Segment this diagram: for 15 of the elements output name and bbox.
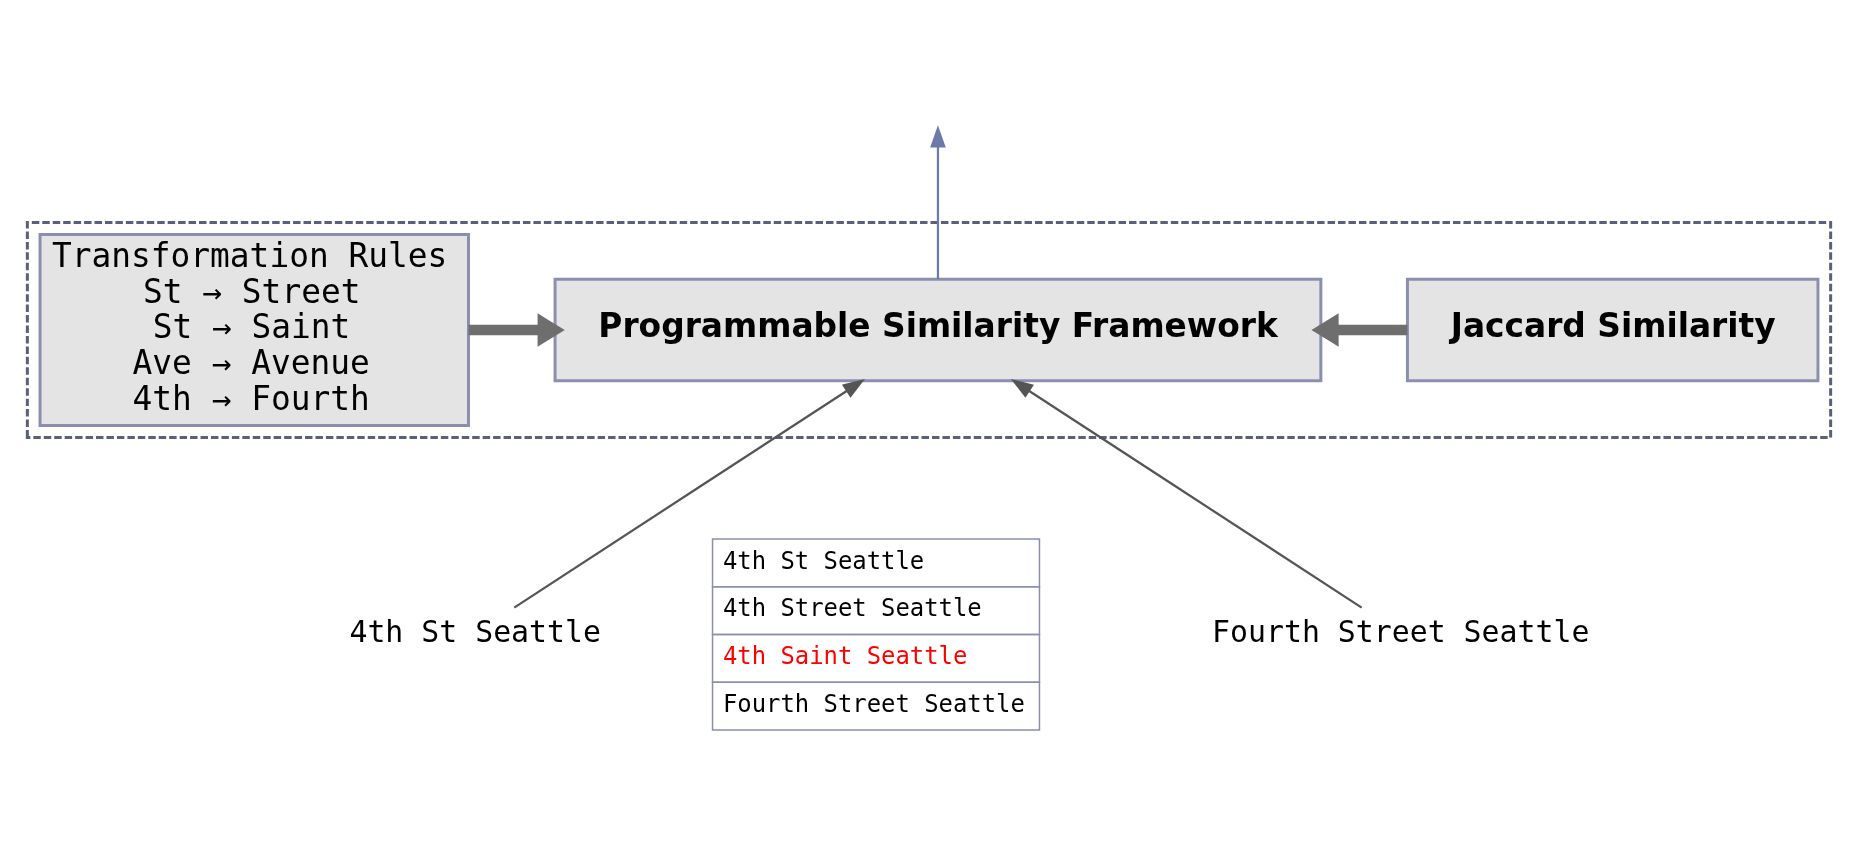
node-text: Fourth Street Seattle xyxy=(1212,613,1590,649)
node-box: Transformation Rules St → Street St → Saint Ave → Avenue 4th → Fourth xyxy=(38,232,470,427)
arrow xyxy=(930,124,946,279)
label: 4th St Seattle xyxy=(723,546,925,575)
arrow xyxy=(1010,378,1363,608)
cluster xyxy=(25,220,1833,439)
arrow xyxy=(468,312,565,347)
label: 4th Saint Seattle xyxy=(723,641,968,670)
arrow xyxy=(1311,312,1408,347)
node-box: Programmable Similarity Framework xyxy=(553,277,1323,382)
arrow xyxy=(513,378,865,608)
label: Fourth Street Seattle xyxy=(723,689,1025,718)
label: 4th Street Seattle xyxy=(723,593,982,622)
node-box: Jaccard Similarity xyxy=(1405,277,1820,382)
node-text: 4th St Seattle xyxy=(349,613,601,649)
